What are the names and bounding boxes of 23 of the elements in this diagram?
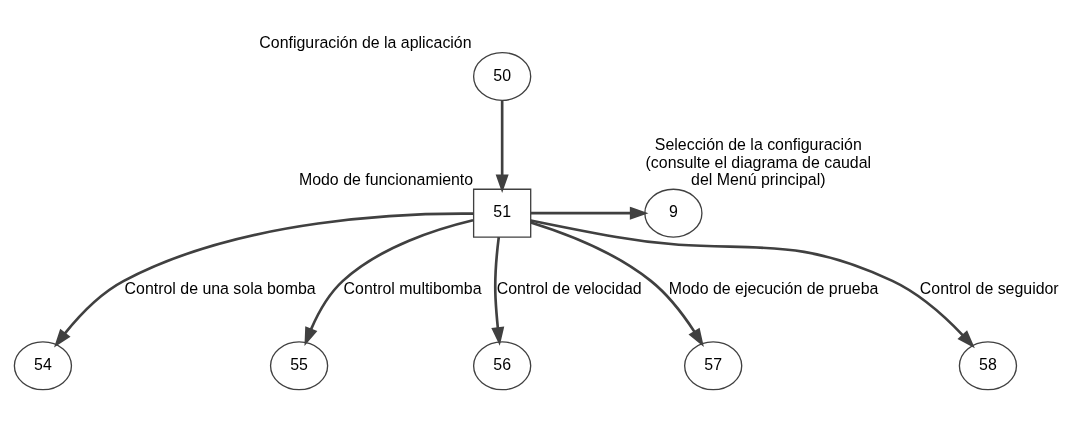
edge-label: Control multibomba — [343, 279, 482, 297]
node-ellipse: 58 — [958, 341, 1018, 391]
node-box: 51 — [472, 188, 532, 238]
node-label: Selección de la configuración (consulte el diagrama de caudal del Menú principal) — [645, 136, 872, 188]
edge-label: Control de velocidad — [496, 279, 642, 297]
node-ellipse: 54 — [13, 341, 73, 391]
node-ellipse: 56 — [472, 341, 532, 391]
arrow — [530, 206, 649, 220]
arrow — [530, 219, 975, 349]
node-label: Modo de funcionamiento — [298, 170, 474, 188]
arrow — [495, 100, 509, 193]
arrow — [491, 237, 505, 346]
arrow — [54, 212, 474, 348]
node-ellipse: 57 — [684, 341, 743, 391]
node-label: Configuración de la aplicación — [259, 34, 472, 52]
edge-label: Modo de ejecución de prueba — [668, 279, 879, 297]
arrow — [530, 221, 704, 347]
node-ellipse: 55 — [269, 341, 329, 391]
node-ellipse: 9 — [644, 188, 703, 238]
edge-label: Control de seguidor — [919, 279, 1059, 297]
edge-label: Control de una sola bomba — [124, 279, 316, 297]
node-ellipse: 50 — [472, 51, 532, 101]
arrow — [304, 219, 474, 346]
